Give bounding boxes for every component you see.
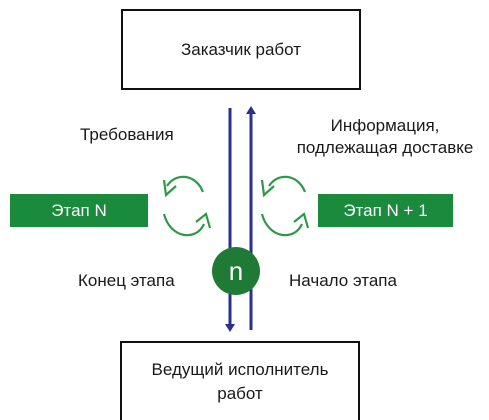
stage-end-label: Конец этапа xyxy=(78,271,175,290)
deliverable-info-line2: подлежащая доставке xyxy=(296,138,474,157)
left-cycle-top-arc xyxy=(166,175,205,193)
stage-node-n: n xyxy=(212,247,260,295)
lead-contractor-label-line2: работ xyxy=(217,383,263,403)
lead-contractor-label-line1: Ведущий исполнитель xyxy=(151,359,329,379)
customer-box: Заказчик работ xyxy=(121,9,361,90)
right-cycle-icon xyxy=(260,175,310,237)
lead-contractor-box: Ведущий исполнитель работ xyxy=(120,341,360,420)
left-cycle-bottom-arc xyxy=(162,213,206,237)
deliverable-info-label: Информация, подлежащая доставке xyxy=(280,115,489,159)
stage-n-plus-1-label: Этап N + 1 xyxy=(343,200,428,220)
requirements-label: Требования xyxy=(80,125,174,144)
right-cycle-top-head xyxy=(260,179,275,198)
stage-node-label: n xyxy=(228,255,244,286)
left-cycle-bottom-head xyxy=(195,212,212,229)
customer-label: Заказчик работ xyxy=(180,39,302,59)
right-cycle-bottom-arc xyxy=(260,213,304,237)
left-cycle-top-head xyxy=(162,179,177,198)
stage-start-label: Начало этапа xyxy=(289,271,397,290)
deliverable-info-line1: Информация, xyxy=(330,116,440,135)
right-cycle-top-arc xyxy=(268,175,307,193)
stage-n-plus-1-bar: Этап N + 1 xyxy=(318,194,453,227)
stage-n-label: Этап N xyxy=(51,200,107,220)
stage-n-bar: Этап N xyxy=(10,194,148,227)
lead-contractor-label: Ведущий исполнитель работ xyxy=(152,358,329,406)
left-cycle-icon xyxy=(162,175,212,237)
right-cycle-bottom-head xyxy=(293,212,310,229)
